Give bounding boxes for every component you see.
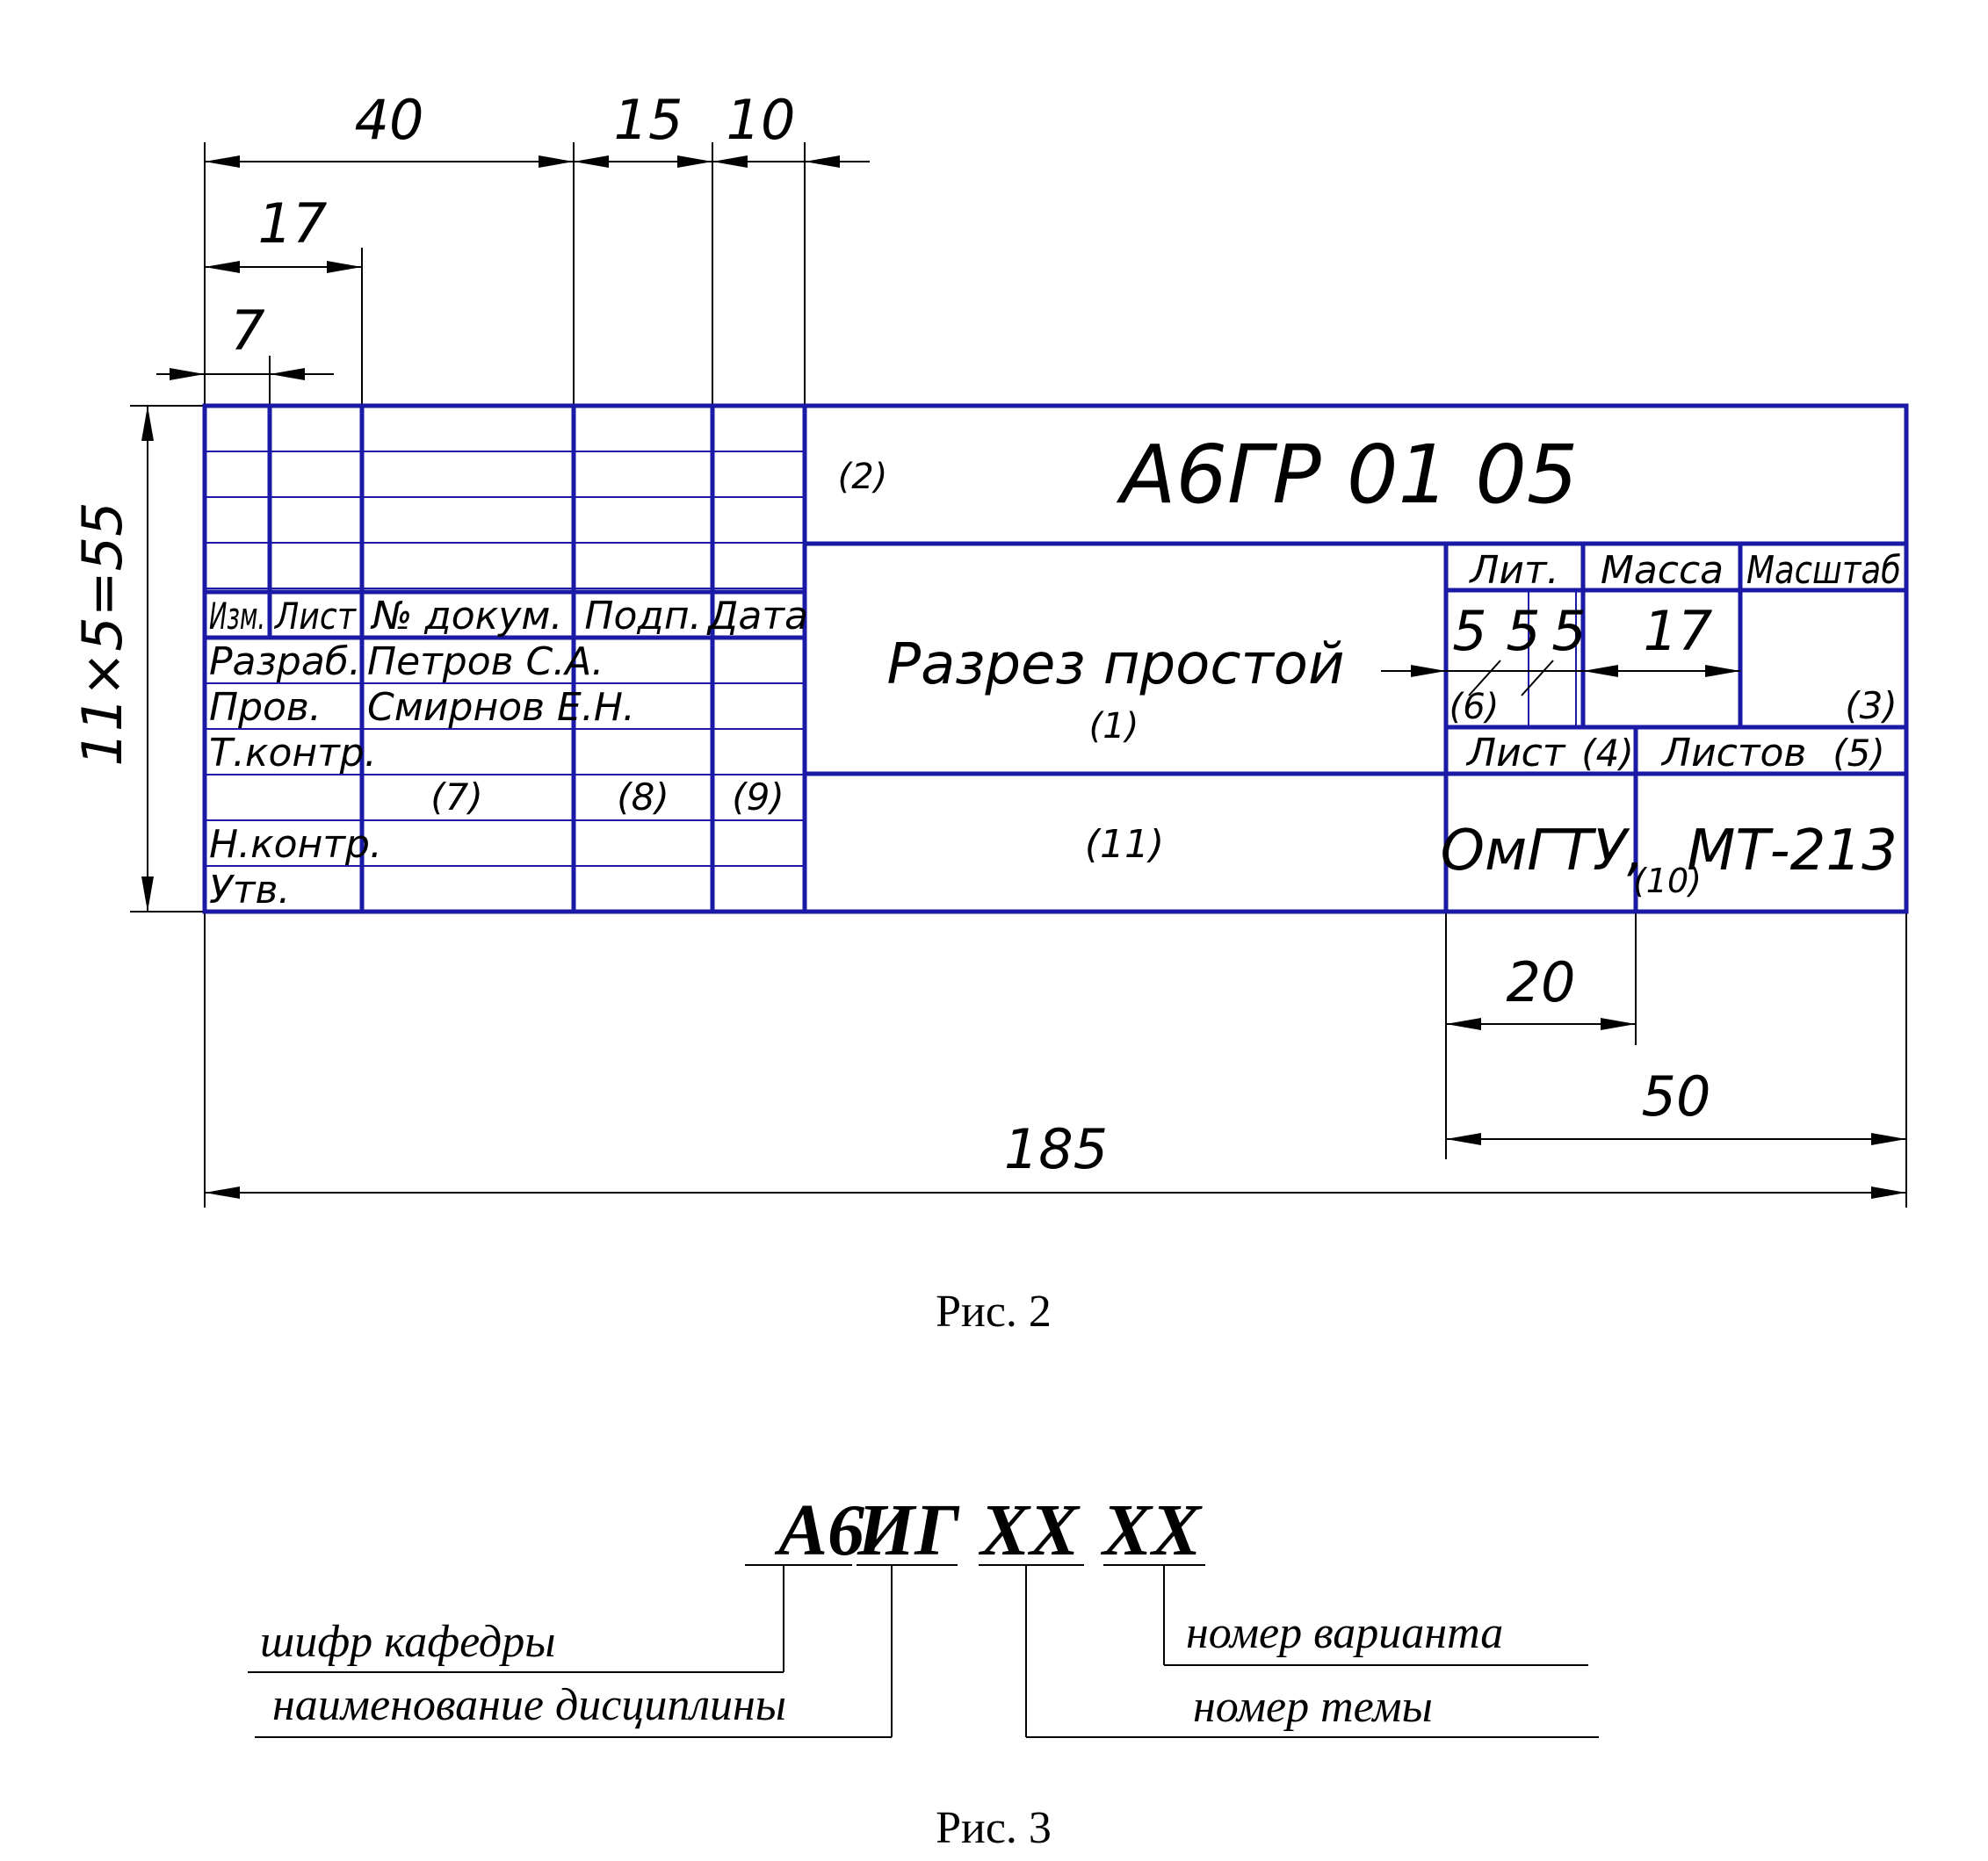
label-dept-code: шифр кафедры [260,1617,555,1667]
label-discipline-name: наименование дисциплины [272,1680,786,1730]
mass-header: Масса [1601,548,1724,593]
dimension-lines [141,155,1906,1199]
sheets-mark: (5) [1833,732,1885,775]
scheme-part-variant: XX [1100,1490,1203,1571]
sheet-mark: (4) [1581,732,1634,775]
col-header-izm: Изм. [209,595,265,638]
scheme-part-dept: А6 [774,1490,864,1571]
row-name-checker: Смирнов Е.Н. [367,685,635,730]
mark-6: (6) [1449,687,1500,727]
lit-cell-2: 5 [1506,599,1540,663]
stamp-texts: А6ГР 01 05 (2) Разрез простой (1) Изм. Л… [209,428,1901,912]
col-header-list: Лист [273,595,357,638]
mark-8: (8) [617,775,669,819]
row-role-checker: Пров. [209,685,322,730]
mark-11: (11) [1085,822,1164,867]
label-variant-number: номер варианта [1186,1608,1503,1658]
figure-caption-2: Рис. 2 [936,1287,1052,1337]
row-role-developer: Разраб. [209,639,361,684]
col-header-date: Дата [706,594,808,638]
scheme-part-discipline: ИГ [857,1490,960,1571]
row-role-norm-control: Н.контр. [209,822,382,867]
mark-3: (3) [1845,684,1898,727]
org-mark-10: (10) [1633,862,1702,900]
dim-40: 40 [355,88,424,152]
sheet-label: Лист [1465,731,1566,775]
designation-scheme: А6 ИГ XX XX шифр кафедры наименование ди… [248,1490,1599,1738]
organization: ОмГТУ, [1441,819,1645,884]
dim-17: 17 [258,191,328,256]
lit-header: Лит. [1468,548,1558,593]
stamp-inner-arrows [1381,660,1740,696]
dim-185: 185 [1004,1117,1108,1181]
mark-9: (9) [732,775,784,819]
document-code: А6ГР 01 05 [1117,428,1579,522]
dim-7: 7 [230,299,264,363]
dim-height: 11×5=55 [70,501,134,766]
lit-cell-1: 5 [1452,599,1486,663]
dim-15: 15 [614,88,683,152]
dimension-texts: 40 15 10 17 7 11×5=55 20 50 185 [70,88,1710,1181]
drawing-title: Разрез простой [886,632,1344,697]
mass-dim-17: 17 [1644,599,1713,663]
row-name-developer: Петров С.А. [367,639,604,684]
dim-20: 20 [1507,950,1576,1014]
row-role-approved: Утв. [209,868,290,912]
scale-header: Масштаб [1746,548,1901,593]
dim-10: 10 [727,88,796,152]
student-group: МТ-213 [1687,819,1898,884]
scheme-part-topic: XX [978,1490,1081,1571]
col-header-sign: Подп. [584,594,701,638]
row-role-tech-control: Т.контр. [209,731,377,775]
sheets-label: Листов [1660,731,1806,775]
code-mark: (2) [838,457,888,497]
dim-50: 50 [1642,1064,1711,1129]
scheme-leader-lines [248,1564,1599,1738]
figure-caption-3: Рис. 3 [936,1803,1052,1853]
stamp-frame [202,403,1909,914]
title-mark: (1) [1089,706,1139,747]
mark-7: (7) [430,775,483,819]
col-header-doc: № докум. [370,594,563,638]
label-topic-number: номер темы [1193,1682,1433,1732]
lit-cell-3: 5 [1551,599,1586,663]
